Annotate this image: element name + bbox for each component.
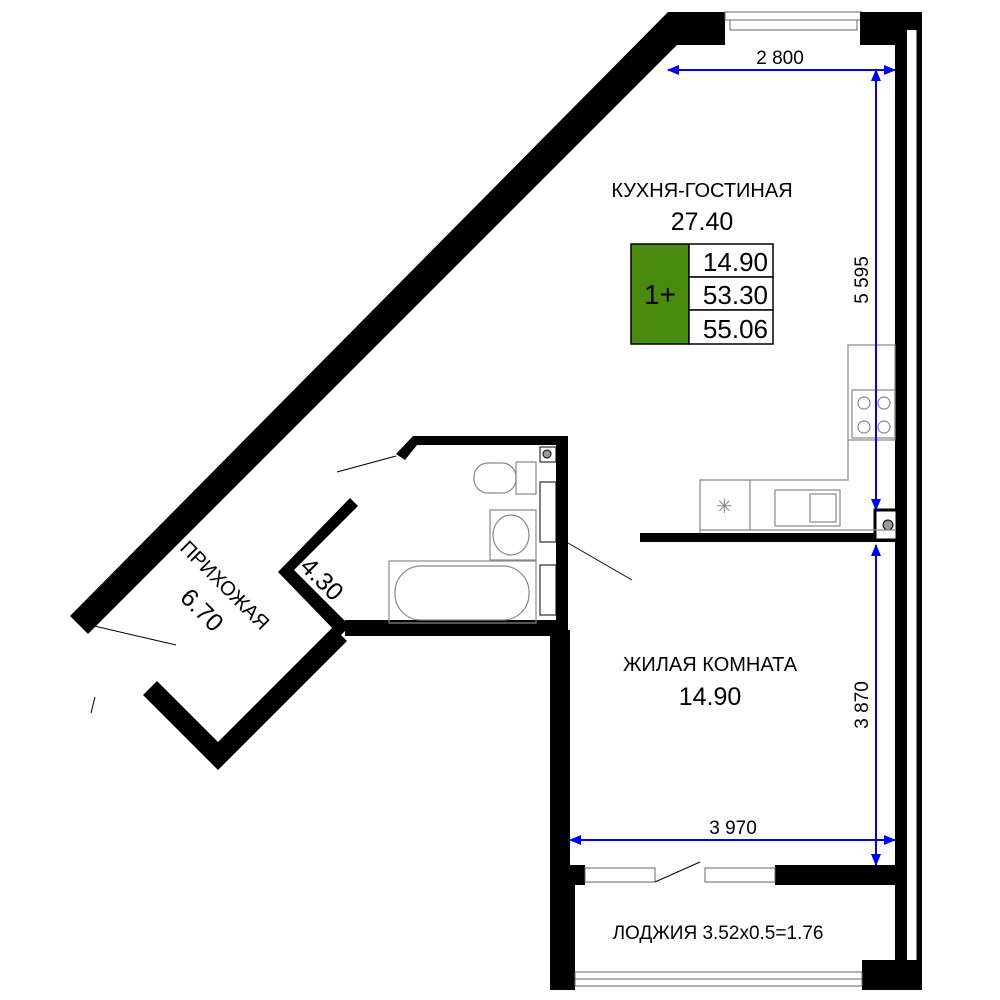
- dim-top-width: 2 800: [756, 48, 804, 69]
- living-room-area: 14.90: [679, 683, 742, 711]
- apartment-summary: 1+ 14.90 53.30 55.06: [630, 243, 774, 345]
- door-swings: [89, 455, 633, 714]
- total-with-loggia-value: 55.06: [703, 314, 768, 344]
- dim-room-width: 3 970: [709, 818, 757, 839]
- walls: [70, 11, 922, 990]
- kitchen-fixtures: ✳: [699, 344, 896, 533]
- kitchen-living-name: КУХНЯ-ГОСТИНАЯ: [611, 180, 792, 202]
- total-area-value: 53.30: [703, 280, 768, 310]
- loggia-label: ЛОДЖИЯ 3.52x0.5=1.76: [613, 923, 824, 944]
- kitchen-living-area: 27.40: [671, 208, 734, 236]
- stove-icon: ✳: [716, 496, 733, 518]
- living-area-value: 14.90: [703, 247, 768, 277]
- apartment-type: 1+: [644, 279, 676, 310]
- bathroom-fixtures: [388, 461, 537, 624]
- dim-kitchen-depth: 5 595: [852, 256, 873, 304]
- dim-room-depth: 3 870: [852, 681, 873, 729]
- living-room-name: ЖИЛАЯ КОМНАТА: [623, 654, 798, 676]
- dimension-lines: [569, 65, 896, 866]
